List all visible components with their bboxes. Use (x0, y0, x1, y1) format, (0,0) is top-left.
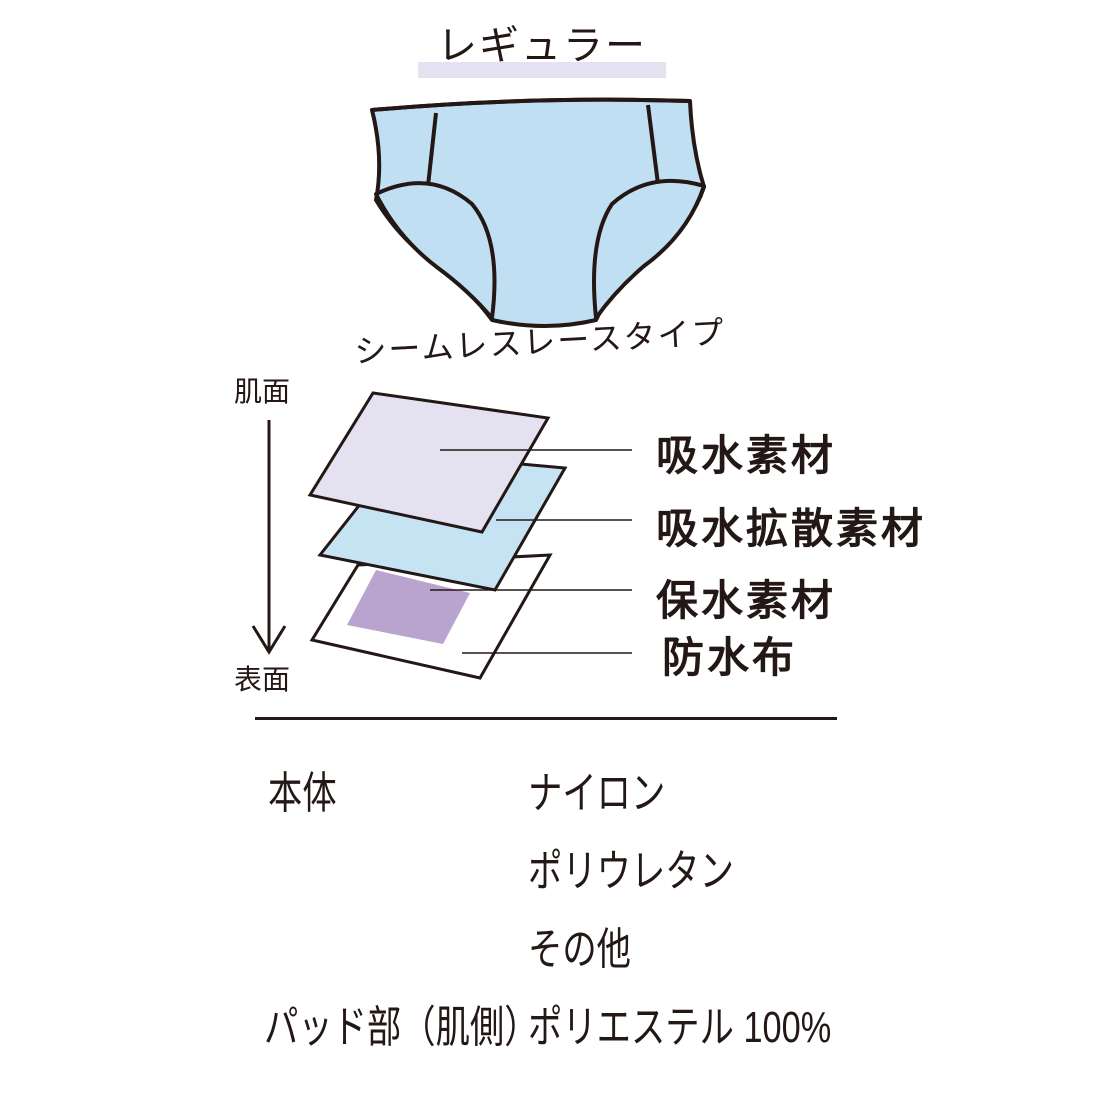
spec-value-nylon: ナイロン (528, 769, 666, 818)
spec-value-polyester: ポリエステル 100% (528, 1003, 832, 1052)
title-underline (418, 62, 666, 78)
axis-top-label: 肌面 (234, 375, 291, 408)
layer-label-retention: 保水素材 (656, 576, 837, 625)
spec-part-body: 本体 (268, 769, 337, 818)
layer-label-diffusion: 吸水拡散素材 (656, 504, 927, 553)
spec-value-polyurethane: ポリウレタン (528, 847, 734, 896)
briefs-illustration (370, 97, 706, 328)
layer-label-waterproof: 防水布 (662, 633, 798, 682)
left-side-seam (426, 112, 438, 187)
layer-retention (347, 570, 470, 644)
axis-bottom-label: 表面 (234, 663, 291, 696)
layer-absorbent (307, 391, 551, 534)
leader-lines (430, 449, 632, 654)
section-divider (255, 717, 837, 720)
left-leg-opening (374, 181, 497, 320)
direction-arrow (251, 420, 287, 655)
spec-part-pad: パッド部（肌側） (264, 1003, 539, 1052)
spec-value-other: その他 (528, 925, 631, 974)
layer-label-absorbent: 吸水素材 (656, 431, 837, 480)
right-side-seam (646, 104, 660, 185)
product-title: レギュラー (437, 23, 647, 69)
right-leg-opening (592, 178, 706, 320)
briefs-waistband (371, 97, 691, 112)
